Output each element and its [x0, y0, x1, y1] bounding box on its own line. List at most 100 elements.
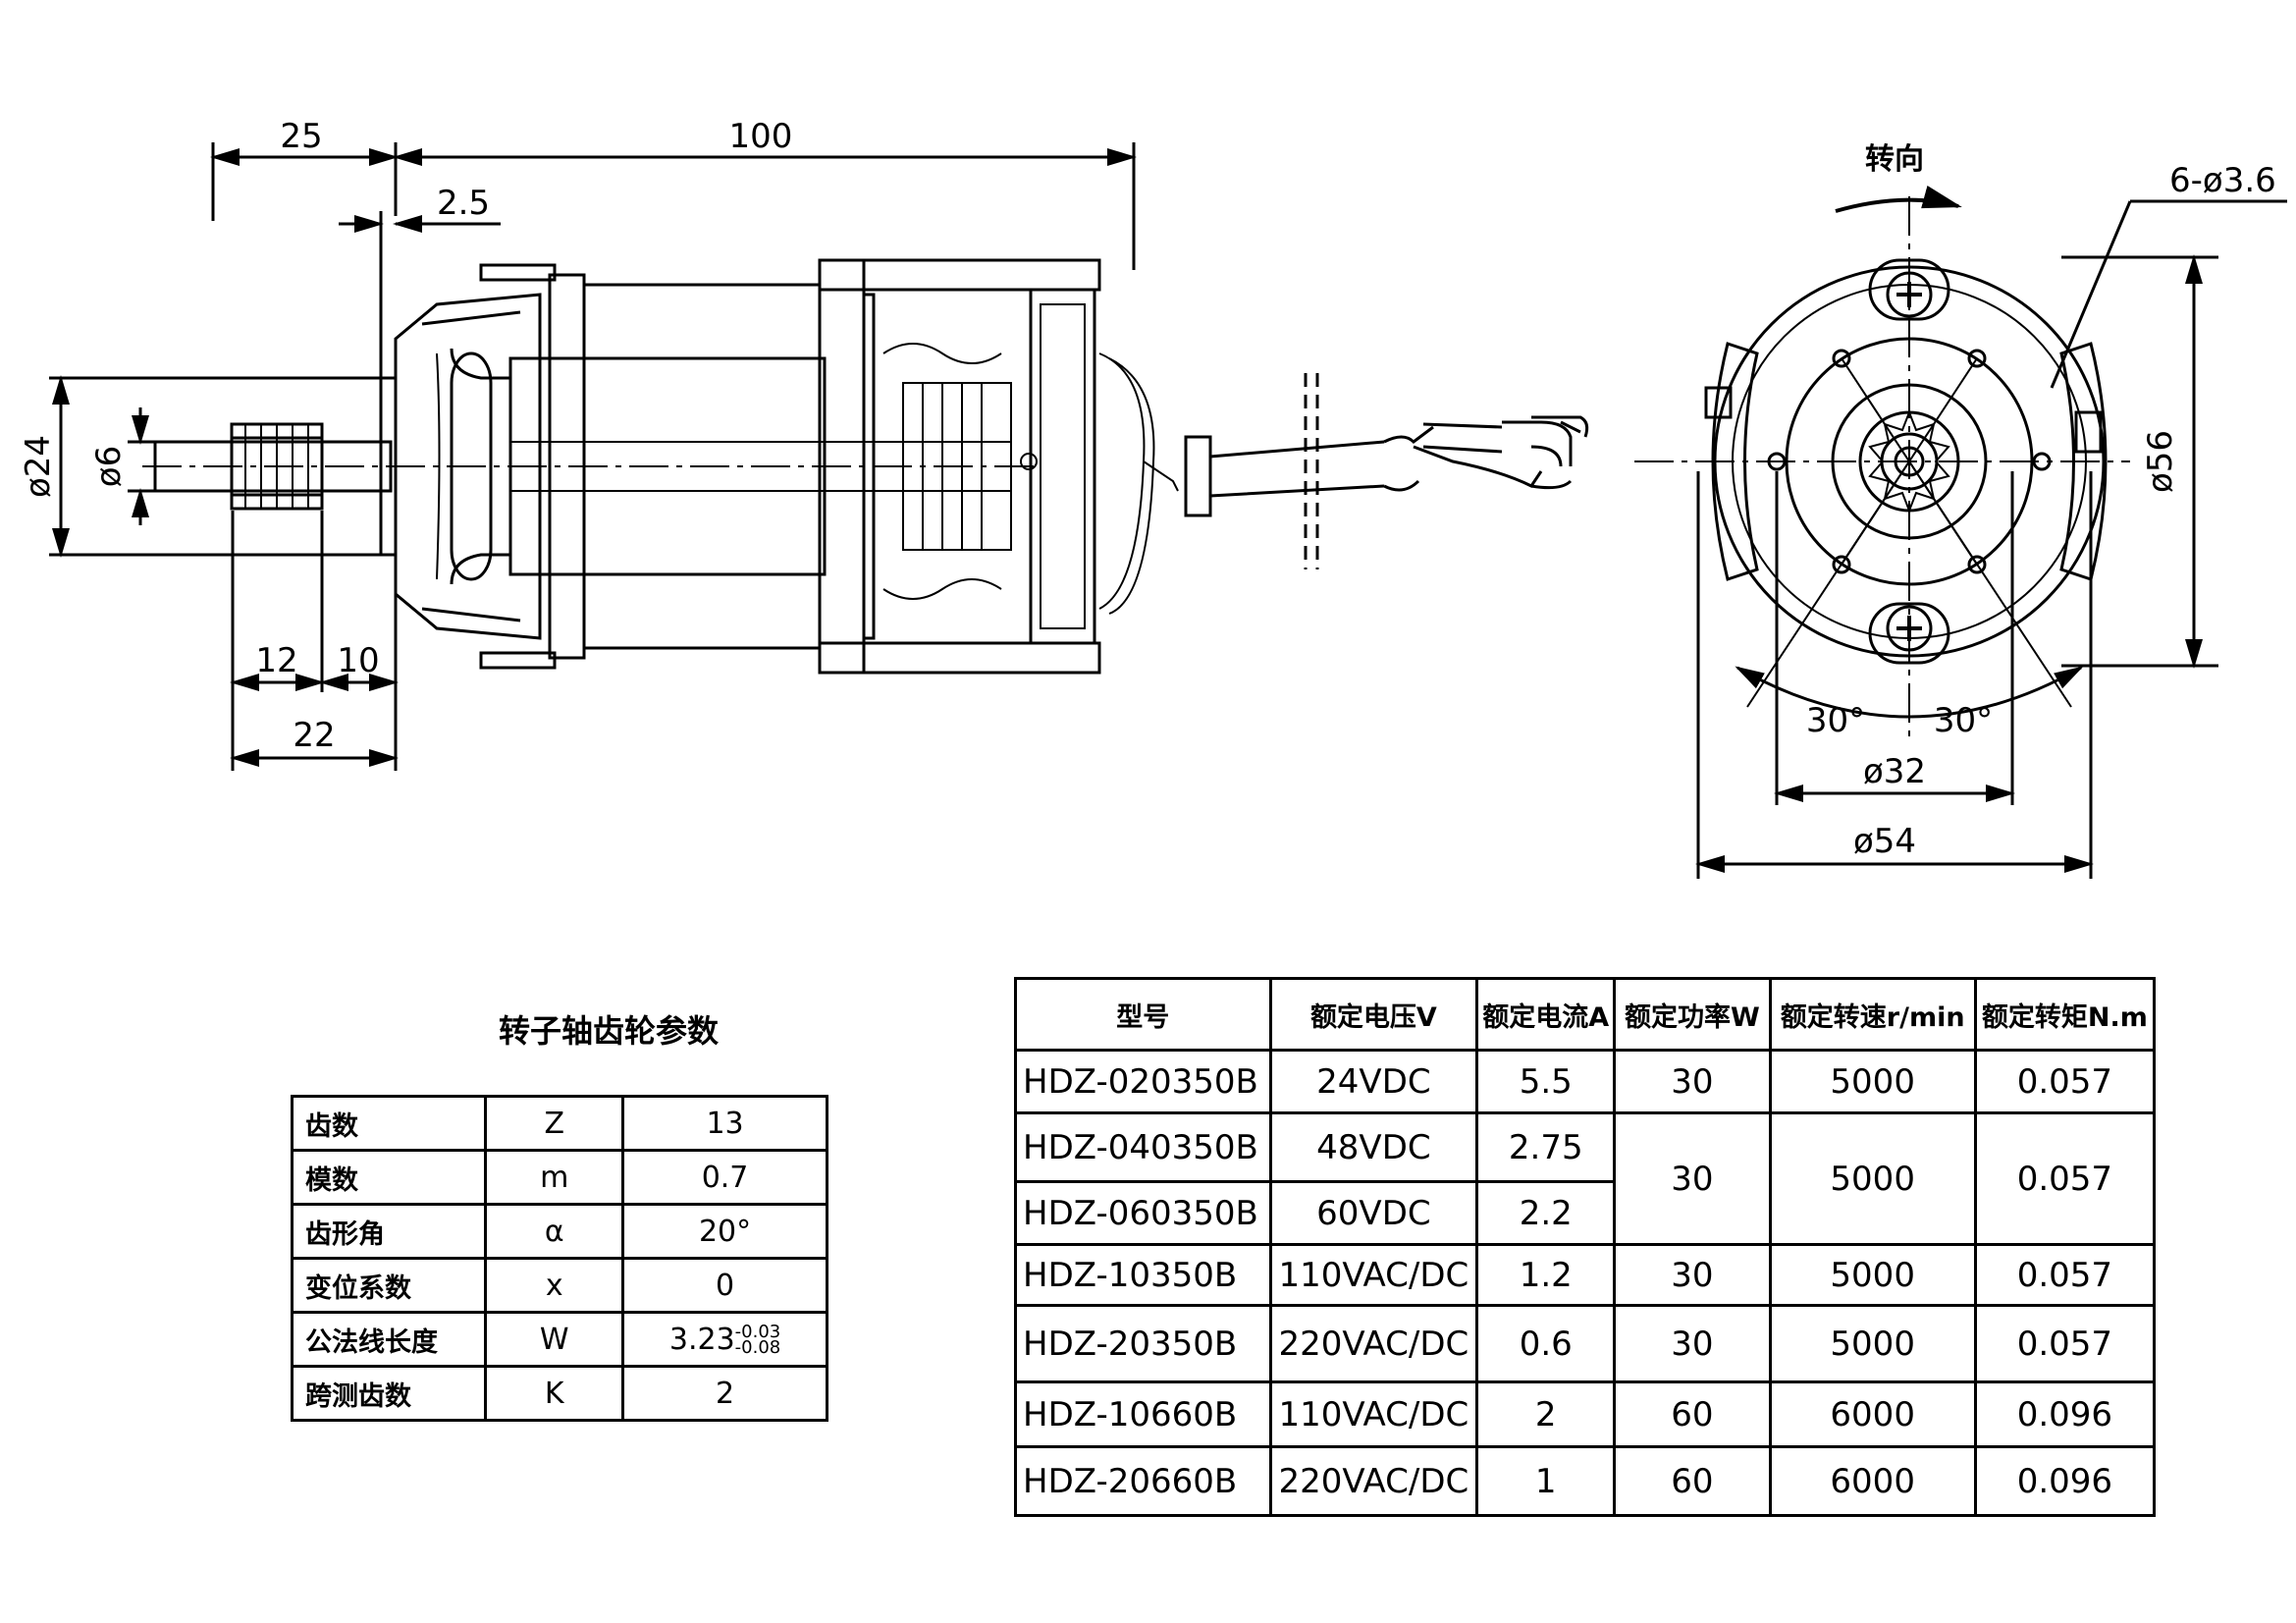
header-model: 型号	[1014, 977, 1272, 1052]
cell-power: 60	[1613, 1380, 1772, 1448]
param-name: 齿数	[290, 1095, 488, 1152]
param-value: 2	[621, 1365, 828, 1422]
param-value: 13	[621, 1095, 828, 1152]
table-row: HDZ-020350B 24VDC 5.5 30 5000 0.057	[1014, 1049, 2157, 1114]
param-name: 变位系数	[290, 1257, 488, 1314]
motor-spec-table: 型号 额定电压V 额定电流A 额定功率W 额定转速r/min 额定转矩N.m H…	[1014, 977, 2157, 1517]
param-value: 3.23-0.03-0.08	[621, 1311, 828, 1368]
table-row: 变位系数 x 0	[290, 1257, 828, 1314]
param-value: 0.7	[621, 1149, 828, 1206]
tolerance-lower: -0.08	[734, 1337, 781, 1358]
header-power: 额定功率W	[1613, 977, 1772, 1052]
cell-power: 30	[1613, 1049, 1772, 1114]
cell-voltage: 110VAC/DC	[1268, 1243, 1479, 1307]
cell-speed: 5000	[1768, 1111, 1977, 1246]
table-row: 齿形角 α 20°	[290, 1203, 828, 1260]
header-torque: 额定转矩N.m	[1973, 977, 2157, 1052]
cell-voltage: 220VAC/DC	[1268, 1445, 1479, 1517]
cell-current: 2	[1475, 1380, 1617, 1448]
dim-diameter-56: ø56	[2141, 430, 2180, 493]
dim-25: 25	[280, 117, 322, 156]
motor-side-view	[49, 142, 1589, 771]
param-name: 公法线长度	[290, 1311, 488, 1368]
gear-parameter-table: 齿数 Z 13 模数 m 0.7 齿形角 α 20° 变位系数 x 0 公法线长…	[290, 1095, 828, 1422]
cell-model: HDZ-020350B	[1014, 1049, 1272, 1114]
cell-speed: 5000	[1768, 1243, 1977, 1307]
cell-power: 30	[1613, 1111, 1772, 1246]
cell-torque: 0.096	[1973, 1380, 2157, 1448]
dim-2-5: 2.5	[437, 184, 490, 223]
header-voltage: 额定电压V	[1268, 977, 1479, 1052]
table-row: HDZ-10660B 110VAC/DC 2 60 6000 0.096	[1014, 1380, 2157, 1448]
motor-end-view	[1634, 185, 2287, 879]
dim-diameter-32: ø32	[1863, 752, 1926, 791]
table-row: 跨测齿数 K 2	[290, 1365, 828, 1422]
cell-torque: 0.057	[1973, 1111, 2157, 1246]
param-symbol: x	[484, 1257, 625, 1314]
param-symbol: W	[484, 1311, 625, 1368]
cell-voltage: 220VAC/DC	[1268, 1304, 1479, 1383]
cell-speed: 6000	[1768, 1380, 1977, 1448]
holes-callout: 6-ø3.6	[2169, 161, 2276, 200]
param-name: 齿形角	[290, 1203, 488, 1260]
angle-right-30: 30°	[1934, 701, 1993, 740]
cell-current: 1	[1475, 1445, 1617, 1517]
cell-voltage: 110VAC/DC	[1268, 1380, 1479, 1448]
table-row: HDZ-10350B 110VAC/DC 1.2 30 5000 0.057	[1014, 1243, 2157, 1307]
table-row: 模数 m 0.7	[290, 1149, 828, 1206]
gear-table-title: 转子轴齿轮参数	[498, 1012, 719, 1050]
table-row: HDZ-20350B 220VAC/DC 0.6 30 5000 0.057	[1014, 1304, 2157, 1383]
table-row: 公法线长度 W 3.23-0.03-0.08	[290, 1311, 828, 1368]
cell-voltage: 24VDC	[1268, 1049, 1479, 1114]
cell-speed: 5000	[1768, 1049, 1977, 1114]
dim-diameter-24: ø24	[19, 435, 58, 498]
tolerance-upper: -0.03	[734, 1322, 781, 1342]
table-row: HDZ-060350B 60VDC 2.2	[1014, 1180, 2155, 1246]
cell-model: HDZ-20350B	[1014, 1304, 1272, 1383]
cell-current: 5.5	[1475, 1049, 1617, 1114]
param-name: 模数	[290, 1149, 488, 1206]
table-header-row: 型号 额定电压V 额定电流A 额定功率W 额定转速r/min 额定转矩N.m	[1014, 977, 2157, 1052]
dim-diameter-54: ø54	[1853, 822, 1916, 861]
header-current: 额定电流A	[1475, 977, 1617, 1052]
header-speed: 额定转速r/min	[1768, 977, 1977, 1052]
param-name: 跨测齿数	[290, 1365, 488, 1422]
cell-current: 2.2	[1475, 1180, 1617, 1246]
cell-current: 0.6	[1475, 1304, 1617, 1383]
cell-torque: 0.096	[1973, 1445, 2157, 1517]
cell-current: 1.2	[1475, 1243, 1617, 1307]
table-row: 齿数 Z 13	[290, 1095, 828, 1152]
param-symbol: K	[484, 1365, 625, 1422]
cell-power: 60	[1613, 1445, 1772, 1517]
dim-22: 22	[293, 716, 335, 755]
cell-speed: 6000	[1768, 1445, 1977, 1517]
cell-power: 30	[1613, 1243, 1772, 1307]
param-symbol: Z	[484, 1095, 625, 1152]
table-row: HDZ-20660B 220VAC/DC 1 60 6000 0.096	[1014, 1445, 2157, 1517]
param-symbol: α	[484, 1203, 625, 1260]
dim-100: 100	[729, 117, 793, 156]
rotation-label: 转向	[1865, 142, 1924, 177]
cell-model: HDZ-040350B	[1014, 1111, 1272, 1183]
cell-torque: 0.057	[1973, 1304, 2157, 1383]
param-symbol: m	[484, 1149, 625, 1206]
cell-power: 30	[1613, 1304, 1772, 1383]
cell-speed: 5000	[1768, 1304, 1977, 1383]
tolerance: -0.03-0.08	[734, 1322, 781, 1358]
param-value: 0	[621, 1257, 828, 1314]
cell-voltage: 48VDC	[1268, 1111, 1479, 1183]
dim-diameter-6: ø6	[89, 446, 129, 487]
cell-torque: 0.057	[1973, 1049, 2157, 1114]
angle-left-30: 30°	[1806, 701, 1865, 740]
param-value-main: 3.23	[668, 1322, 735, 1357]
cell-model: HDZ-10350B	[1014, 1243, 1272, 1307]
cell-voltage: 60VDC	[1268, 1180, 1479, 1246]
table-row: HDZ-040350B 48VDC 2.75 30 5000 0.057	[1014, 1111, 2157, 1246]
cell-model: HDZ-20660B	[1014, 1445, 1272, 1517]
cell-model: HDZ-060350B	[1014, 1180, 1272, 1246]
cell-model: HDZ-10660B	[1014, 1380, 1272, 1448]
param-value: 20°	[621, 1203, 828, 1260]
dim-12: 12	[255, 641, 297, 680]
dim-10: 10	[337, 641, 379, 680]
